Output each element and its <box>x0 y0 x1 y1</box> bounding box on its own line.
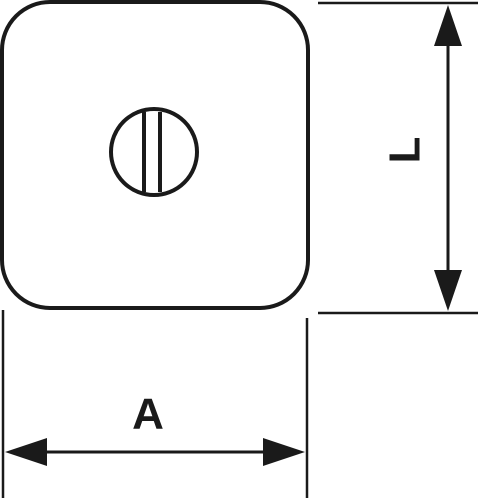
width-label: A <box>132 390 164 439</box>
l-arrow-bottom <box>434 270 462 311</box>
a-arrow-right <box>263 438 305 466</box>
length-label: L <box>381 137 430 164</box>
l-arrow-top <box>434 5 462 46</box>
part-outline <box>0 0 310 310</box>
slot-screw-icon <box>109 107 199 197</box>
a-arrow-left <box>5 438 47 466</box>
